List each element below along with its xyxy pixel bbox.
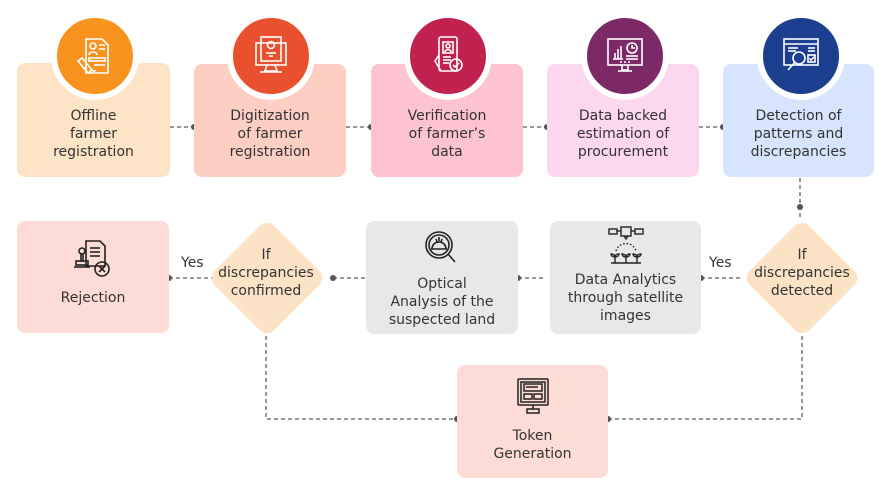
step-satellite-analytics: Data Analytics through satellite images <box>550 221 701 334</box>
step-label: Token Generation <box>493 428 572 462</box>
step-optical-analysis: Optical Analysis of the suspected land <box>366 221 518 334</box>
satellite-crops-icon <box>607 226 644 264</box>
step-digitization: Digitization of farmer registration <box>194 64 346 177</box>
connector-dot <box>330 275 336 281</box>
step-label: Optical Analysis of the suspected land <box>388 276 496 328</box>
monitor-profile-icon <box>227 12 315 100</box>
decision-confirmed-label: If discrepancies confirmed <box>218 247 314 299</box>
step-token-generation: Token Generation <box>457 365 608 478</box>
edge-label-yes-detected: Yes <box>709 255 732 271</box>
monitor-token-icon <box>516 378 549 414</box>
step-label: Data Analytics through satellite images <box>567 272 684 324</box>
step-label: Detection of patterns and discrepancies <box>750 108 847 160</box>
document-signature-icon <box>51 12 139 100</box>
connector-detected-token <box>608 336 803 420</box>
magnifier-land-icon <box>425 231 456 263</box>
step-rejection: Rejection <box>17 221 169 333</box>
step-label: Data backed estimation of procurement <box>576 108 670 160</box>
monitor-chart-clock-icon <box>581 12 669 100</box>
document-stamp-reject-icon <box>74 240 110 277</box>
edge-label-yes-confirmed: Yes <box>181 255 204 271</box>
connector-confirmed-token <box>265 336 457 420</box>
connector-dot <box>797 204 803 210</box>
step-label: Rejection <box>60 290 126 306</box>
step-label: Offline farmer registration <box>53 108 134 160</box>
step-label: Digitization of farmer registration <box>229 108 311 160</box>
browser-magnifier-icon <box>757 12 845 100</box>
decision-detected-label: If discrepancies detected <box>754 247 850 299</box>
step-label: Verification of farmer’s data <box>407 108 487 160</box>
phone-id-check-icon <box>404 12 492 100</box>
